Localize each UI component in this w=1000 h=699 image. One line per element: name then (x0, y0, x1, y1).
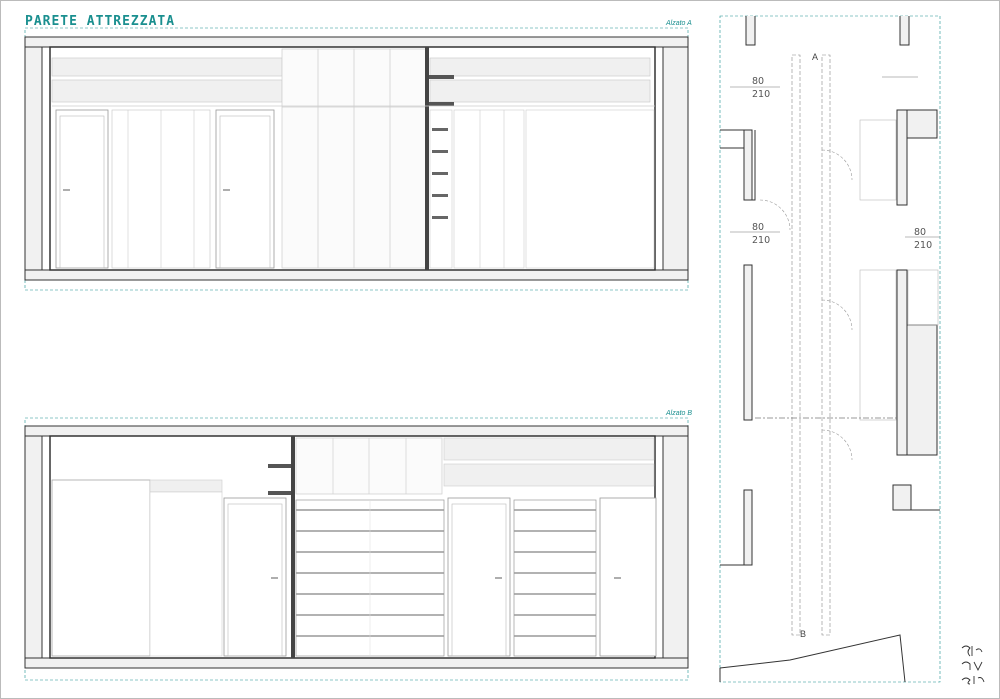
elevation-b-door (599, 497, 657, 657)
elevation-b-right-pillar (662, 435, 689, 659)
tag-alzato-a: Alzato A (666, 20, 692, 27)
elevation-a-door (55, 109, 109, 269)
elevation-b (24, 417, 689, 681)
section-marker-b: B (800, 629, 806, 639)
elevation-a-upper-shelf (429, 57, 651, 77)
elevation-b-dashed-frame (24, 417, 689, 681)
elevation-b-door (223, 497, 287, 657)
elevation-a-door (215, 109, 275, 269)
elevation-b-floor (24, 657, 689, 669)
elevation-a-upper-shelf (51, 79, 283, 103)
elevation-b-drawers (295, 499, 445, 657)
door-dimension-height: 210 (752, 89, 770, 100)
door-dimension-height: 210 (752, 235, 770, 246)
door-dimension-width: 80 (914, 227, 926, 238)
elevation-b-door (447, 497, 511, 657)
floor-plan: 80 210 80 210 80 210 A B (719, 15, 941, 683)
door-dimension-width: 80 (752, 76, 764, 87)
elevation-b-left-wall (24, 435, 43, 659)
elevation-b-ceiling (24, 425, 689, 437)
elevation-a-floor (24, 269, 689, 281)
section-marker-a: A (812, 52, 818, 62)
elevation-a-upper-shelf (51, 57, 283, 77)
elevation-a (24, 27, 689, 291)
door-dimension-height: 210 (914, 240, 932, 251)
elevation-b-drawers (513, 499, 597, 657)
elevation-a-ceiling (24, 36, 689, 48)
title: PARETE ATTREZZATA (25, 14, 176, 29)
elevation-b-divider (291, 436, 295, 658)
studio-logo (957, 641, 987, 687)
elevation-a-left-wall (24, 46, 43, 271)
elevation-a-upper-shelf (429, 79, 651, 103)
elevation-a-divider (425, 47, 429, 270)
elevation-a-dashed-frame (24, 27, 689, 291)
elevation-a-right-pillar (662, 46, 689, 271)
plan-dashed-frame (719, 15, 941, 683)
door-dimension-width: 80 (752, 222, 764, 233)
tag-alzato-b: Alzato B (666, 410, 693, 417)
